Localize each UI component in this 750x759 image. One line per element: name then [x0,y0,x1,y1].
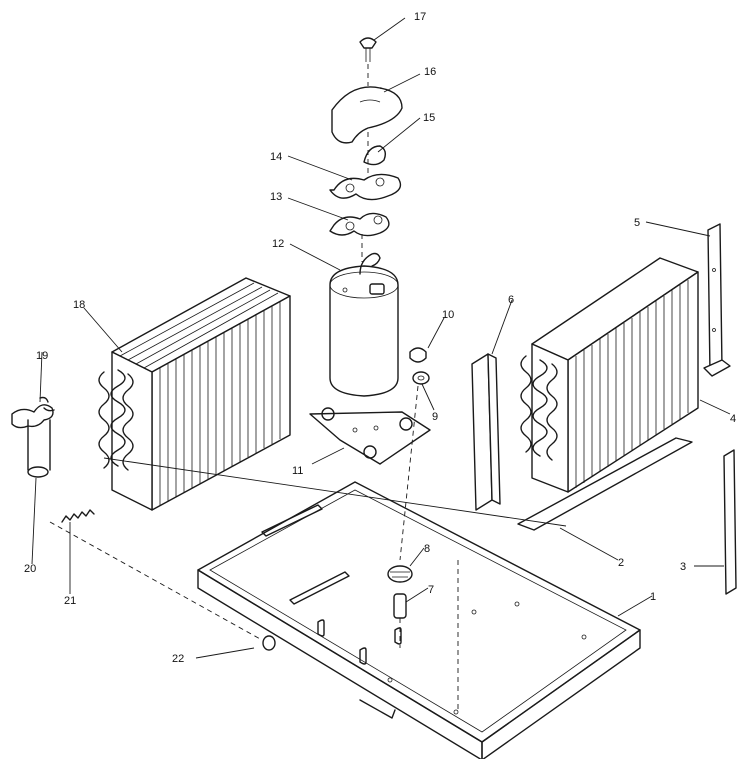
label-part-5: 5 [634,217,640,229]
seal-strip [517,437,693,531]
left-condenser-coil [98,277,291,511]
label-part-11: 11 [292,465,303,477]
label-part-16: 16 [424,66,436,78]
label-part-22: 22 [172,653,184,665]
label-part-2: 2 [618,557,624,569]
coil-side-bracket [703,223,731,377]
label-part-10: 10 [442,309,454,321]
label-part-18: 18 [73,299,85,311]
drain-tube [27,419,51,478]
label-part-17: 17 [414,11,426,23]
nut [409,347,427,363]
leader-lines [31,17,731,659]
mount-bolt [393,593,407,619]
label-part-9: 9 [432,411,438,423]
label-part-12: 12 [272,238,284,250]
label-part-8: 8 [424,543,430,555]
mounting-bar [723,449,737,595]
grommet [387,565,413,583]
label-part-20: 20 [24,563,36,575]
part-number-labels: 17 16 15 14 13 12 10 9 11 8 7 1 2 3 4 5 … [24,11,736,665]
label-part-13: 13 [270,191,282,203]
right-evaporator-coil [520,257,699,493]
compressor-mount-plate [309,407,431,465]
label-part-19: 19 [36,350,48,362]
side-panel [471,353,501,511]
spring [61,509,95,523]
terminal-cover [331,86,403,144]
terminal-plate [329,173,402,201]
assembly-centerlines [49,64,459,710]
base-pan [197,481,641,759]
compressor [329,252,399,397]
label-part-4: 4 [730,413,736,425]
coil-bracket [11,396,55,429]
cover-screw [359,37,377,62]
label-part-1: 1 [650,591,656,603]
label-part-6: 6 [508,294,514,306]
label-part-21: 21 [64,595,76,607]
label-part-14: 14 [270,151,282,163]
label-part-15: 15 [423,112,435,124]
base-pan-drain-hole [262,635,276,651]
washer [412,371,430,385]
label-part-3: 3 [680,561,686,573]
label-part-7: 7 [428,584,434,596]
